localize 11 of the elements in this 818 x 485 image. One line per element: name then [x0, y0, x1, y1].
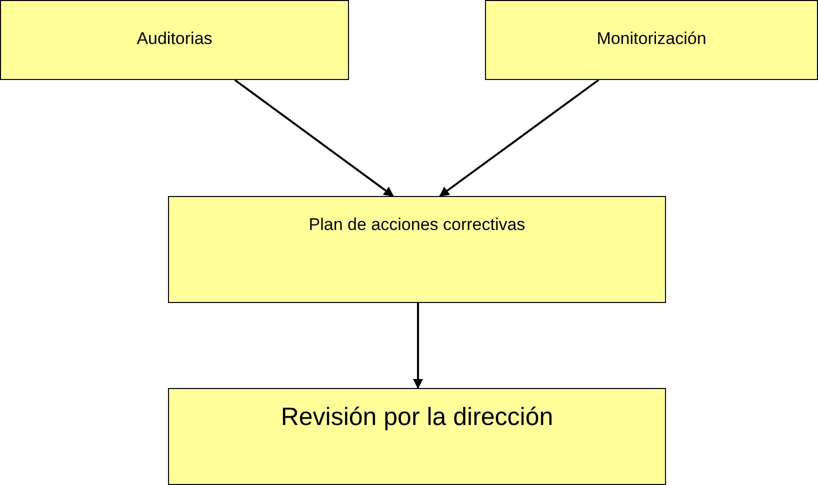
process-box — [168, 196, 666, 303]
box-label: Monitorización — [596, 29, 708, 49]
box-label: Revisión por la dirección — [280, 403, 554, 432]
box-label: Auditorias — [136, 29, 214, 49]
process-box — [485, 0, 818, 80]
arrow — [413, 303, 423, 389]
process-box — [168, 388, 666, 485]
process-box — [0, 0, 349, 80]
arrow — [234, 79, 394, 197]
arrow — [439, 79, 600, 197]
box-label: Plan de acciones correctivas — [308, 215, 526, 235]
